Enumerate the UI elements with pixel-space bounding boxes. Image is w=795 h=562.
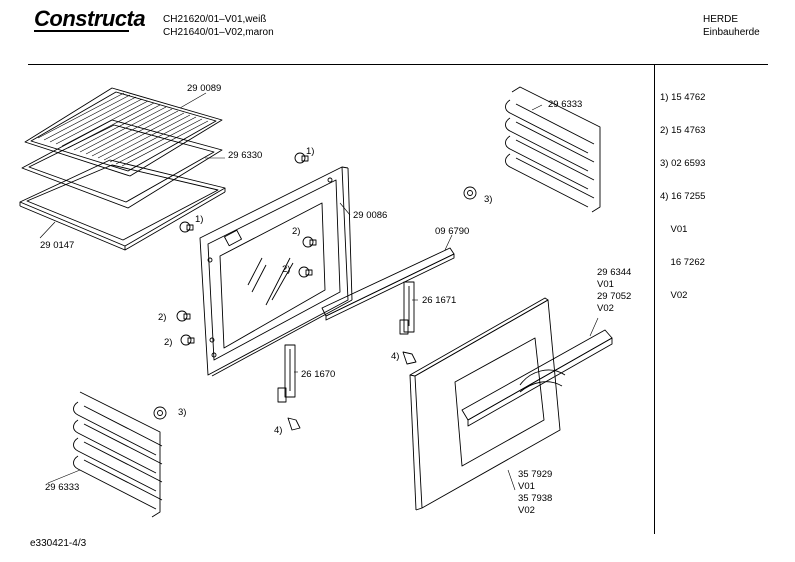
oven-rack [24, 87, 223, 177]
callout-3: 3) [178, 407, 187, 418]
baking-tray [21, 119, 223, 209]
label-part-296344: 29 6344 [597, 267, 632, 278]
drawing-id: e330421-4/3 [30, 538, 87, 549]
legend-item: 2) 15 4763 [660, 125, 706, 136]
label-part-096790: 09 6790 [435, 226, 470, 237]
label-part-296333-upper: 29 6333 [548, 99, 583, 110]
leader-lines [39, 92, 599, 491]
outer-door-glass [409, 297, 561, 511]
model-line-1: CH21620/01–V01,weiß [163, 14, 267, 25]
legend-item: 3) 02 6593 [660, 158, 706, 169]
legend-item: V02 [660, 290, 688, 301]
label-group-outer-door: 35 7929 V01 35 7938 V02 [518, 469, 552, 517]
hinge-left [277, 344, 296, 403]
callout-2: 2) [292, 226, 301, 237]
model-line-2: CH21640/01–V02,maron [163, 27, 274, 38]
legend-item: 1) 15 4762 [660, 92, 706, 103]
callout-2: 2) [164, 337, 173, 348]
door-handle [461, 329, 613, 427]
logo-underline [34, 30, 129, 32]
callout-1: 1) [306, 146, 315, 157]
clip-left [287, 417, 301, 431]
callout-4: 4) [391, 351, 400, 362]
legend-divider [654, 64, 655, 534]
callout-2: 2) [158, 312, 167, 323]
label-part-296330: 29 6330 [228, 150, 263, 161]
callout-4: 4) [274, 425, 283, 436]
label-part-261670: 26 1670 [301, 369, 336, 380]
side-rail-upper [505, 86, 601, 213]
door-strip [321, 247, 455, 321]
label-group-handle: 29 6344 V01 29 7052 V02 [597, 267, 631, 315]
nut-icons [153, 186, 477, 420]
label-variant: V01 [597, 279, 614, 290]
inner-door-frame [199, 166, 353, 377]
screw-icons [176, 152, 317, 346]
label-part-357929: 35 7929 [518, 469, 553, 480]
label-part-290089: 29 0089 [187, 83, 222, 94]
label-part-296333-lower: 29 6333 [45, 482, 80, 493]
header-divider [28, 64, 768, 65]
callout-2: 2) [282, 264, 291, 275]
category-line-1: HERDE [703, 14, 739, 25]
label-part-357938: 35 7938 [518, 493, 553, 504]
legend-list: 1) 15 4762 2) 15 4763 3) 02 6593 4) 16 7… [660, 70, 705, 312]
grill-pan [19, 159, 226, 251]
label-variant: V02 [597, 303, 614, 314]
category-line-2: Einbauherde [703, 27, 760, 38]
brand-logo: Constructa [34, 6, 146, 31]
legend-item: 4) 16 7255 [660, 191, 706, 202]
clip-right [402, 351, 417, 365]
callout-1: 1) [195, 214, 204, 225]
label-part-261671: 26 1671 [422, 295, 457, 306]
label-part-290147: 29 0147 [40, 240, 75, 251]
hinge-right [399, 281, 415, 335]
callout-3: 3) [484, 194, 493, 205]
label-part-290086: 29 0086 [353, 210, 388, 221]
label-variant: V01 [518, 481, 535, 492]
side-rail-lower [73, 391, 163, 518]
legend-item: V01 [660, 224, 688, 235]
label-variant: V02 [518, 505, 535, 516]
legend-item: 16 7262 [660, 257, 705, 268]
label-part-297052: 29 7052 [597, 291, 632, 302]
